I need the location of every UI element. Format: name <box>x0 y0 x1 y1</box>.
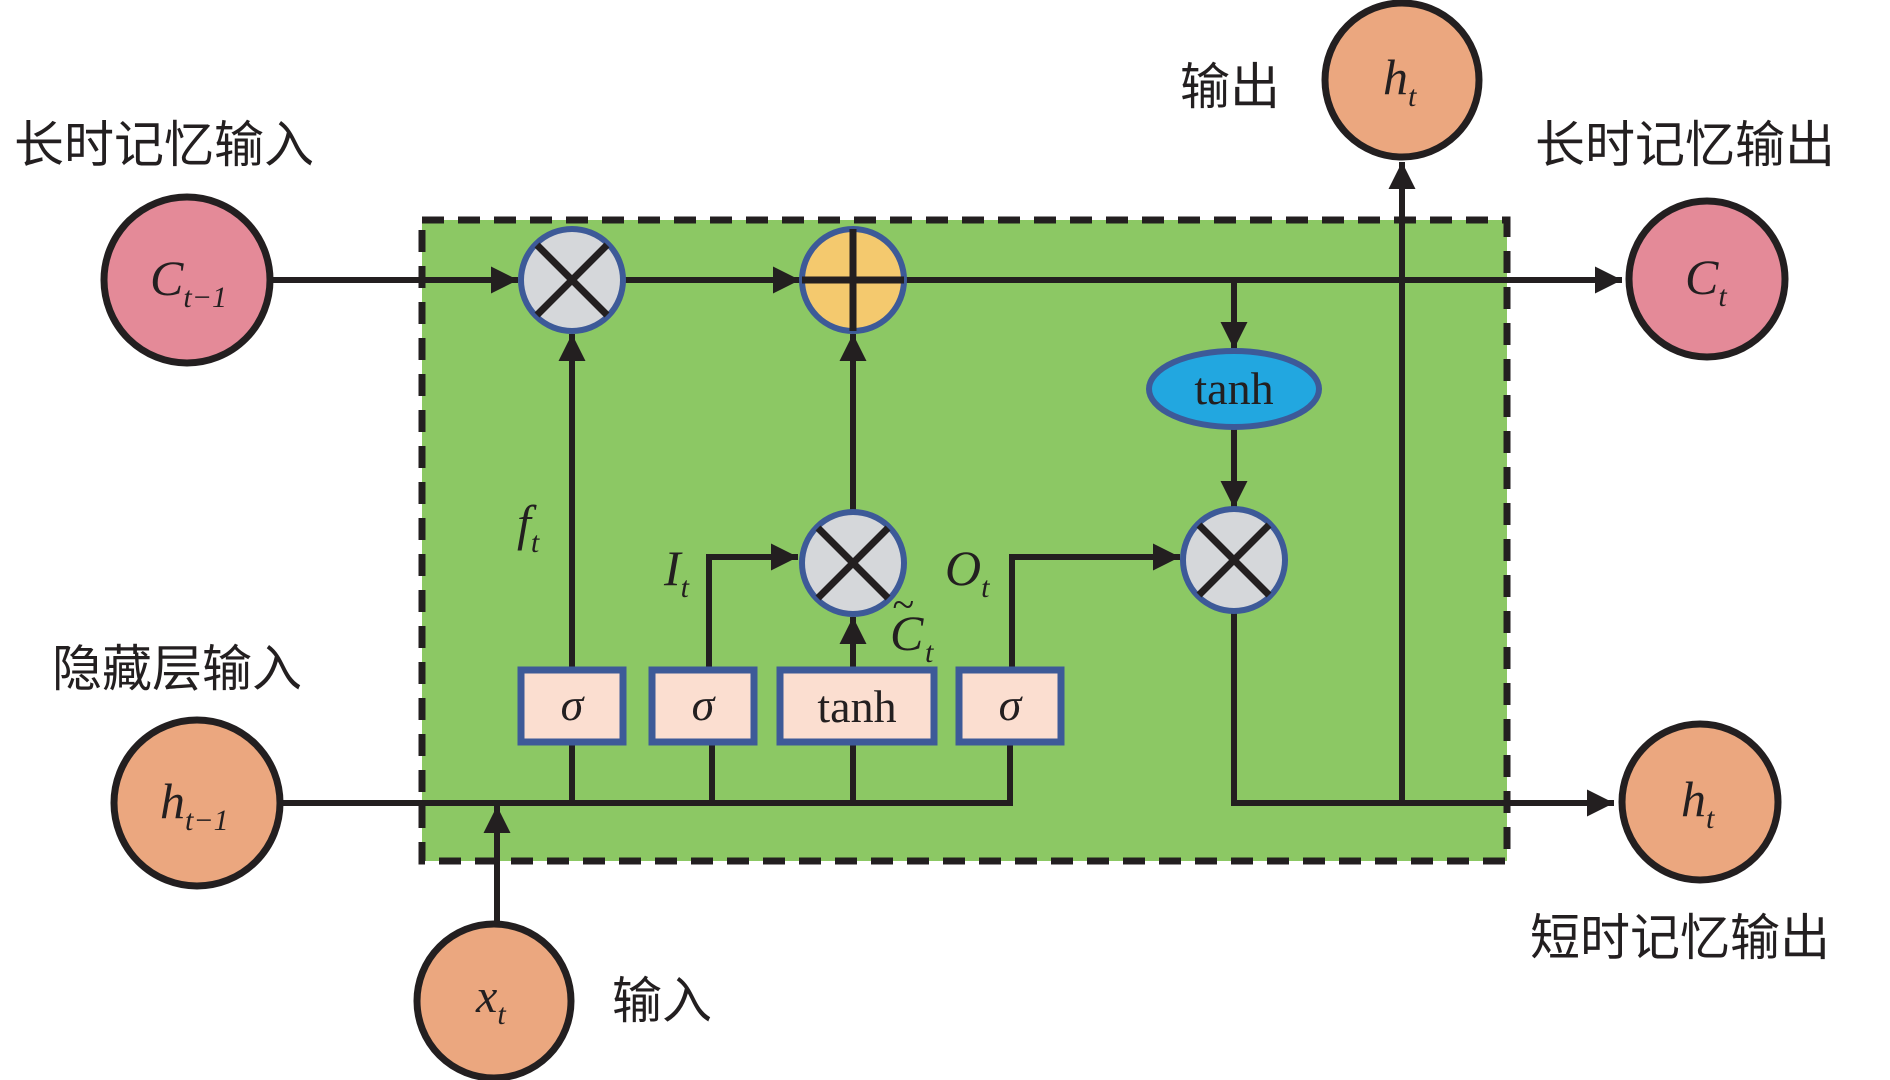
candidate-gate: tanh <box>776 666 938 746</box>
add-node <box>799 226 907 334</box>
hidden-top-node: ht <box>1321 0 1483 161</box>
lstm-cell-box <box>418 216 1511 865</box>
gate-label: tanh <box>817 681 896 732</box>
gate-label: σ <box>999 679 1024 730</box>
plus-icon <box>802 229 904 331</box>
input-multiply-node <box>799 509 907 617</box>
svg-text:ht: ht <box>1383 49 1417 113</box>
cell-state-out-node: Ct <box>1625 197 1789 361</box>
input-label: 输入 <box>612 972 712 1030</box>
forget-multiply-node <box>518 226 626 334</box>
input-gate-wire <box>706 543 798 667</box>
input-gate: σ <box>648 666 758 746</box>
svg-text:ht−1: ht−1 <box>160 773 229 837</box>
multiply-icon <box>815 525 891 601</box>
svg-text:Ct: Ct <box>1685 249 1727 313</box>
svg-text:Ct−1: Ct−1 <box>150 250 227 314</box>
candidate-signal-label: C ~ t <box>890 582 934 669</box>
x-input-node: xt <box>413 920 575 1080</box>
svg-text:xt: xt <box>475 970 506 1031</box>
tilde-accent: ~ <box>892 582 914 627</box>
wires <box>272 162 1622 922</box>
output-gate: σ <box>955 666 1065 746</box>
hidden-layer-input-label: 隐藏层输入 <box>52 640 302 698</box>
cell-state-prev-node: Ct−1 <box>100 193 274 367</box>
output-multiply-node <box>1180 506 1288 614</box>
gate-label: σ <box>561 679 586 730</box>
cell-tanh-label: tanh <box>1194 363 1273 414</box>
short-memory-output-label: 短时记忆输出 <box>1530 909 1830 967</box>
output-signal-label: Ot <box>945 540 990 604</box>
candidate-sub: t <box>925 636 934 669</box>
multiply-icon <box>534 242 610 318</box>
svg-text:ht: ht <box>1681 771 1715 835</box>
cell-tanh-node: tanh <box>1146 348 1322 430</box>
multiply-icon <box>1196 522 1272 598</box>
output-gate-wire <box>1009 543 1180 667</box>
gate-label: σ <box>692 679 717 730</box>
long-memory-output-label: 长时记忆输出 <box>1535 116 1835 174</box>
hidden-output-wire <box>1231 612 1614 817</box>
input-signal-label: It <box>663 540 690 604</box>
candidate-main: C <box>890 605 924 661</box>
output-label: 输出 <box>1180 58 1280 116</box>
hidden-out-node: ht <box>1618 720 1782 884</box>
forget-gate: σ <box>517 666 627 746</box>
hidden-prev-node: ht−1 <box>110 716 284 890</box>
long-memory-input-label: 长时记忆输入 <box>14 116 314 174</box>
